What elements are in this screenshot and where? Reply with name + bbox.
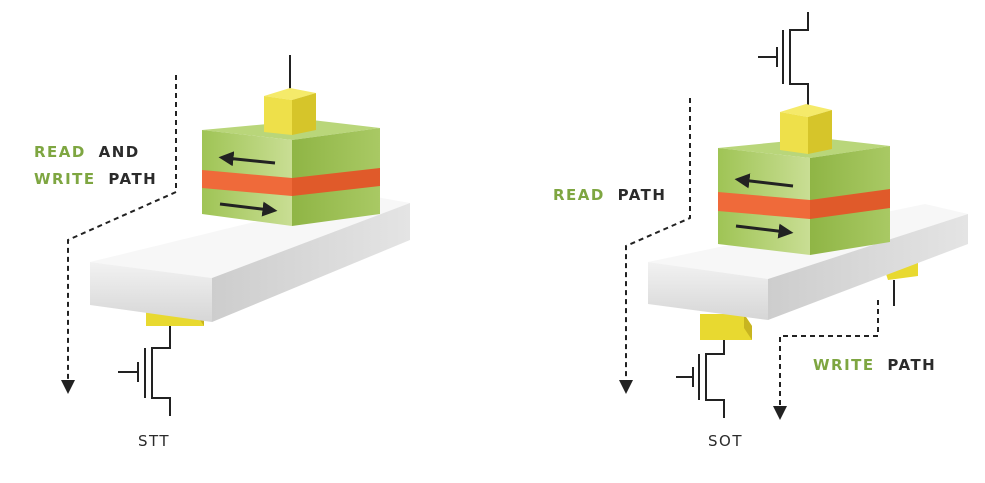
stt-transistor-icon [118,326,171,416]
sot-fixed-layer-arrow-icon [735,223,794,239]
stt-read-word: READ [34,143,86,161]
sot-read-arrow-icon [619,380,633,394]
sot-write-label: WRITE PATH [813,356,936,374]
stt-top-contact [264,55,316,135]
sot-read-path [625,98,691,386]
sot-write-path-word: PATH [887,356,936,374]
sot-read-label: READ PATH [553,186,666,204]
sot-bottom-contact [700,314,752,340]
sot-mtj-stack [718,138,890,255]
stt-mtj-stack [202,120,380,226]
stt-and-word: AND [99,143,140,161]
sot-top-transistor-icon [758,12,809,110]
stt-fixed-layer-arrow-icon [219,201,278,217]
stt-path-word: PATH [108,170,157,188]
stt-path-arrow-icon [61,380,75,394]
stt-path-label-line2: WRITE PATH [34,170,157,188]
stt-free-layer-arrow-icon [218,151,276,167]
sot-top-contact [780,104,832,154]
sot-write-word: WRITE [813,356,875,374]
sot-read-path-word: PATH [618,186,667,204]
sot-caption: SOT [708,432,743,450]
sot-write-arrow-icon [773,406,787,420]
stt-caption: STT [138,432,170,450]
sot-free-layer-arrow-icon [734,173,794,189]
sot-device [619,12,968,420]
stt-path-label-line1: READ AND [34,143,140,161]
stt-device [61,55,410,416]
sot-read-word: READ [553,186,605,204]
sot-write-path [779,300,879,410]
sot-transistor-icon [676,340,725,418]
stt-read-write-path [67,75,177,388]
stt-write-word: WRITE [34,170,96,188]
